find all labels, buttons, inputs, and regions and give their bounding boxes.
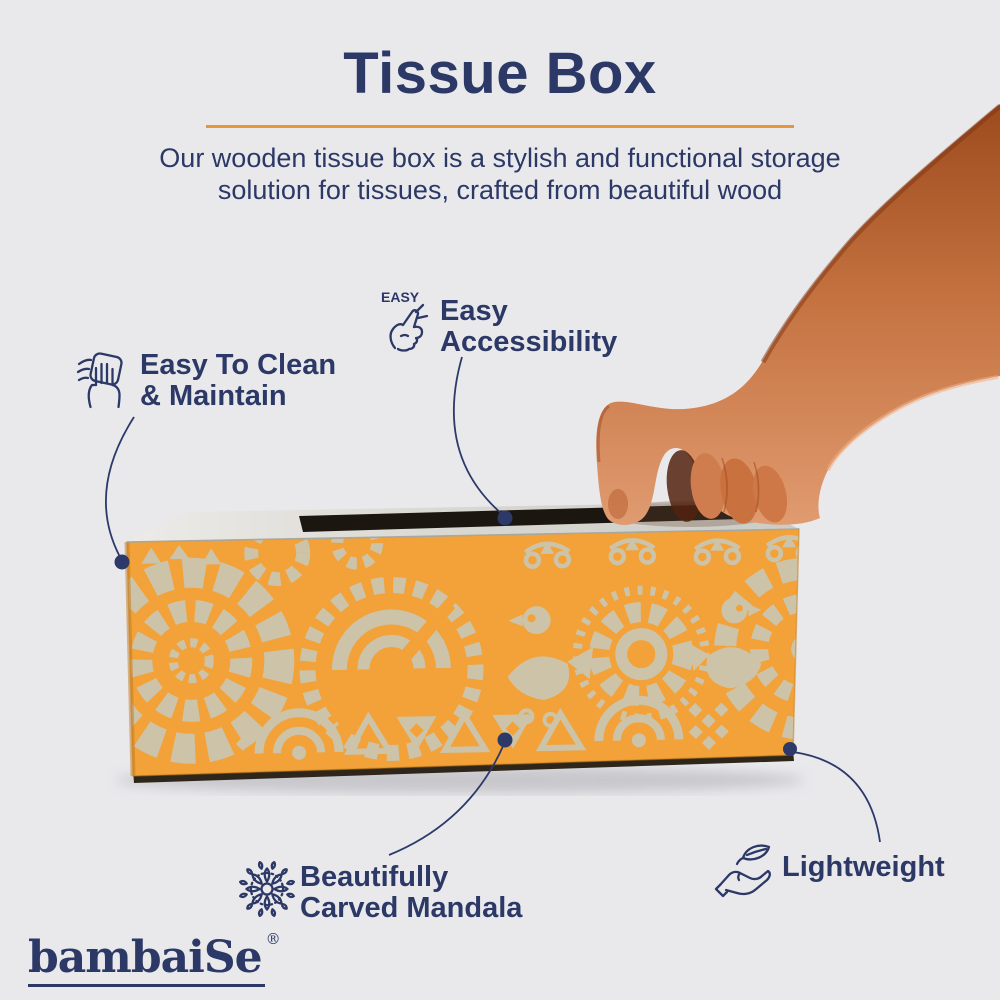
- title-underline: [206, 125, 794, 128]
- feature-easy-clean-line1: Easy To Clean: [140, 349, 337, 381]
- connector-easy-access: [452, 356, 503, 515]
- mandala-icon: [238, 860, 296, 918]
- feature-easy-clean-line2: & Maintain: [140, 380, 287, 412]
- reaching-hand: [596, 104, 1000, 525]
- tap-finger-icon: EASY: [380, 288, 434, 354]
- feature-lightweight-line1: Lightweight: [782, 851, 945, 883]
- connector-easy-clean: [105, 416, 135, 558]
- connector-lightweight: [792, 751, 881, 843]
- registered-trademark: ®: [265, 930, 281, 948]
- easy-icon-text: EASY: [381, 289, 420, 305]
- callout-connectors: [105, 356, 881, 856]
- brand-logo-text: bambaiSe: [28, 933, 265, 988]
- box-front-panel: [124, 528, 800, 777]
- hand-wipe-icon: [76, 352, 134, 410]
- page-title: Tissue Box: [343, 41, 657, 106]
- bird-motif-right: [689, 597, 762, 689]
- brand-logo: bambaiSe®: [28, 930, 281, 988]
- subtitle-line-1: Our wooden tissue box is a stylish and f…: [159, 143, 841, 173]
- feature-carved-mandala-line1: Beautifully: [300, 861, 449, 893]
- feature-easy-accessibility-line1: Easy: [440, 295, 508, 327]
- feature-easy-accessibility-line2: Accessibility: [440, 326, 618, 358]
- leaf-hand-icon: [714, 840, 778, 898]
- page-subtitle: Our wooden tissue box is a stylish and f…: [0, 142, 1000, 206]
- subtitle-line-2: solution for tissues, crafted from beaut…: [217, 175, 783, 205]
- connector-mandala: [388, 743, 505, 856]
- connector-dots: [114, 510, 797, 756]
- feature-carved-mandala-line2: Carved Mandala: [300, 892, 523, 924]
